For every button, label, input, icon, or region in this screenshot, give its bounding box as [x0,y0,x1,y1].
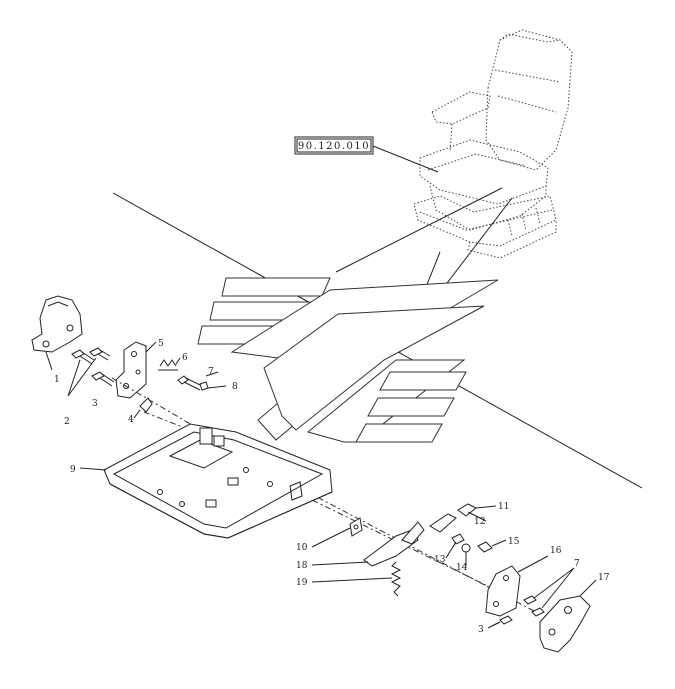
callout-14: 14 [456,563,468,573]
callout-labels: 1 2 3 4 5 6 7 8 9 10 11 12 13 14 15 16 7… [54,339,610,635]
callout-15: 15 [508,537,520,547]
callout-5: 5 [158,339,164,349]
part-7-screws [523,595,545,617]
callout-leaders [79,467,501,629]
part-4-clip [133,397,153,419]
callout-7-right: 7 [574,559,580,569]
part-9-seat-pan [103,423,333,539]
reference-code: 90.120.010 [298,141,370,152]
part-6-spring [158,359,178,371]
callout-16: 16 [550,546,562,556]
part-15-nut [477,541,493,553]
part-14-washer [461,543,471,553]
callout-10: 10 [296,543,308,553]
part-19-spring [390,561,402,597]
callout-13: 13 [434,555,446,565]
callout-11: 11 [498,502,509,512]
callout-3: 3 [92,399,98,409]
callout-1: 1 [54,375,60,385]
callout-12: 12 [474,517,485,527]
part-18-lever [363,521,425,567]
callout-7: 7 [208,367,214,377]
part-10-clip [349,517,363,537]
part-17-handle [539,595,591,653]
callout-2: 2 [64,417,70,427]
assembly-axis-line [143,411,217,441]
reference-box: 90.120.010 [294,136,374,155]
watermark-logo [197,277,499,443]
callout-17: 17 [598,573,610,583]
part-2-screws [71,347,111,365]
reference-leader [372,145,439,173]
callout-9: 9 [70,465,76,475]
callout-8: 8 [232,382,238,392]
part-5-bracket [115,341,147,399]
part-11-pin [457,503,497,517]
part-8-bolt [177,375,209,391]
part-3-screw [91,371,115,387]
part-13-bushing [451,533,465,545]
callout-18: 18 [296,561,308,571]
callout-19: 19 [296,578,308,588]
callout-4: 4 [128,415,134,425]
part-1-handle [31,295,83,353]
part-12-latch [429,513,457,533]
callout-3-right: 3 [478,625,484,635]
callout-6: 6 [182,353,188,363]
seat-assembly-outline [413,29,573,259]
seat-projection-line [335,187,503,273]
part-16-bracket [485,565,521,617]
